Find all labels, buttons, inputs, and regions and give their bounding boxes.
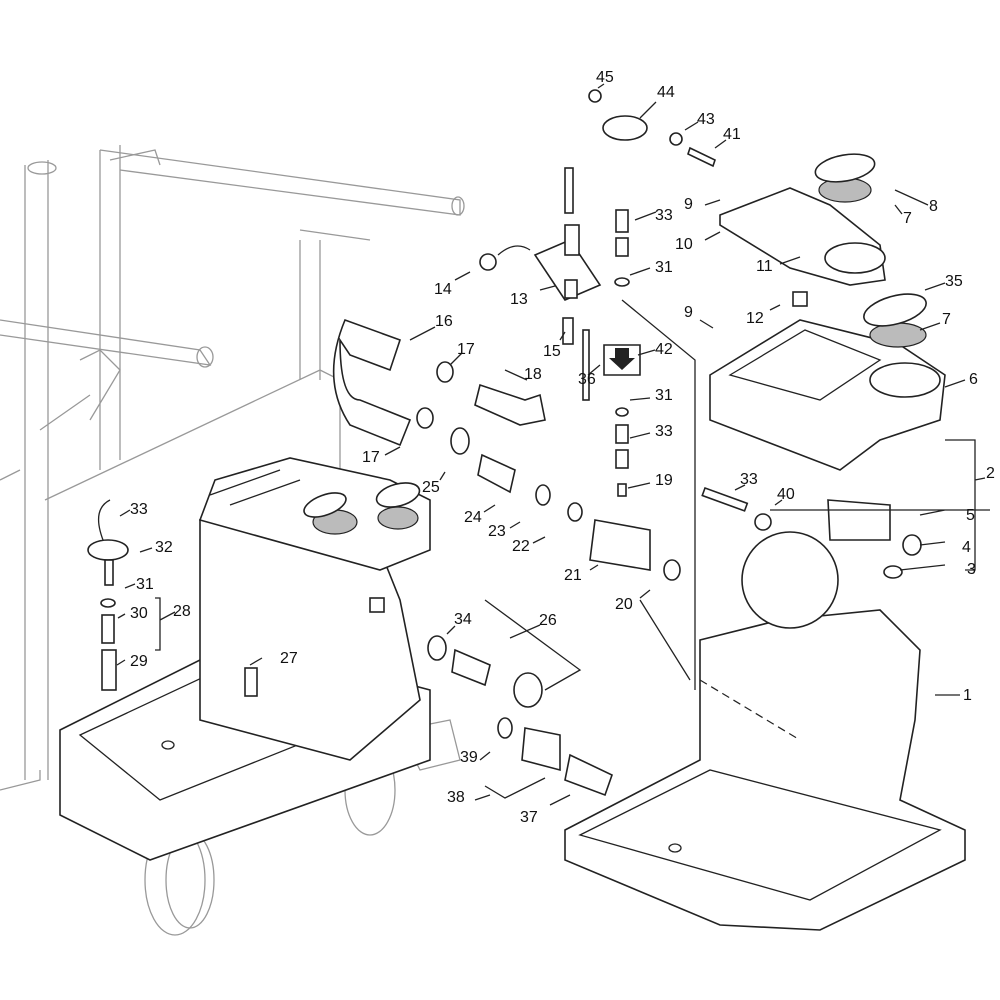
callout-9b: 9	[684, 304, 693, 321]
callout-18: 18	[524, 366, 542, 383]
callout-36: 36	[578, 371, 596, 388]
callout-5: 5	[966, 507, 975, 524]
callout-28: 28	[173, 603, 191, 620]
callout-37: 37	[520, 809, 538, 826]
callout-14: 14	[434, 281, 452, 298]
lower-parts	[87, 499, 613, 797]
callout-1: 1	[963, 687, 972, 704]
callout-17: 17	[457, 341, 475, 358]
callout-2: 2	[986, 465, 995, 482]
callout-45: 45	[596, 69, 614, 86]
callout-30: 30	[130, 605, 148, 622]
housing-part-6	[709, 293, 946, 471]
callout-13: 13	[510, 291, 528, 308]
callout-22: 22	[512, 538, 530, 555]
callout-24: 24	[464, 509, 482, 526]
callout-23: 23	[488, 523, 506, 540]
callout-15: 15	[543, 343, 561, 360]
callout-42: 42	[655, 341, 673, 358]
callout-31b: 31	[655, 387, 673, 404]
callout-39: 39	[460, 749, 478, 766]
callout-27: 27	[280, 650, 298, 667]
callout-31c: 31	[136, 576, 154, 593]
callout-7: 7	[903, 210, 912, 227]
right-unit	[564, 531, 966, 931]
left-unit	[59, 457, 431, 861]
callout-33d: 33	[130, 501, 148, 518]
callout-35: 35	[945, 273, 963, 290]
callout-21: 21	[564, 567, 582, 584]
callout-17b: 17	[362, 449, 380, 466]
callout-44: 44	[657, 84, 675, 101]
clamp-parts	[588, 89, 716, 168]
callout-7b: 7	[942, 311, 951, 328]
callout-33c: 33	[740, 471, 758, 488]
callout-11: 11	[756, 258, 773, 275]
callout-8: 8	[929, 198, 938, 215]
callout-32: 32	[155, 539, 173, 556]
callout-9: 9	[684, 196, 693, 213]
callout-41: 41	[723, 126, 741, 143]
callout-3: 3	[967, 561, 976, 578]
callout-34: 34	[454, 611, 472, 628]
leader-lines	[116, 83, 990, 806]
callout-25: 25	[422, 479, 440, 496]
lid-part-10	[719, 153, 886, 307]
valve-part-13	[479, 167, 602, 301]
callout-4: 4	[962, 539, 971, 556]
callout-6: 6	[969, 371, 978, 388]
hose-parts	[332, 318, 681, 581]
filter-stack	[562, 209, 641, 497]
callout-43: 43	[697, 111, 715, 128]
callout-40: 40	[777, 486, 795, 503]
callout-29: 29	[130, 653, 148, 670]
callout-16: 16	[435, 313, 453, 330]
callout-26: 26	[539, 612, 557, 629]
callout-38: 38	[447, 789, 465, 806]
callout-12: 12	[746, 310, 764, 327]
callout-19: 19	[655, 472, 673, 489]
callout-20: 20	[615, 596, 633, 613]
callout-10: 10	[675, 236, 693, 253]
callout-31: 31	[655, 259, 673, 276]
callout-33: 33	[655, 207, 673, 224]
callout-33b: 33	[655, 423, 673, 440]
